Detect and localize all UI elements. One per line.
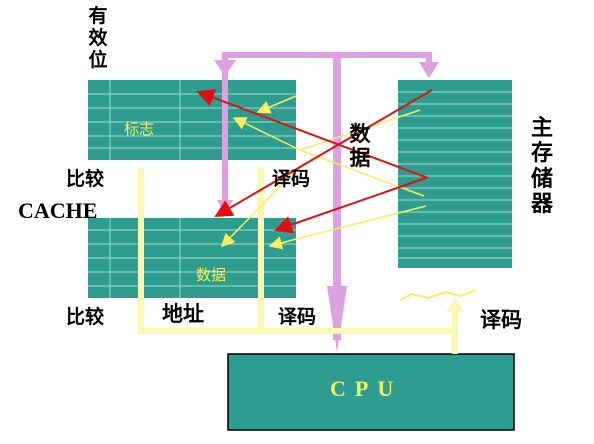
data-region-label: 数据 xyxy=(196,266,227,284)
main-memory-label: 主存储器 xyxy=(530,116,553,217)
red-transfer-arrows xyxy=(196,89,433,234)
decode-cache-top-label: 译码 xyxy=(272,168,311,190)
decode-cache-bottom-label: 译码 xyxy=(278,306,317,328)
decode-memory-label: 译码 xyxy=(480,308,522,332)
cpu-block xyxy=(227,353,515,431)
cache-label: CACHE xyxy=(18,198,98,223)
cache-tag-block xyxy=(88,80,296,160)
compare-top-label: 比较 xyxy=(66,168,105,190)
data-bus-label: 数据 xyxy=(349,122,371,171)
yellow-address-bus xyxy=(138,168,477,354)
address-label: 地址 xyxy=(162,302,204,326)
compare-bottom-label: 比较 xyxy=(66,306,105,328)
valid-bit-label: 有效位 xyxy=(88,5,108,71)
cache-data-block xyxy=(88,218,296,298)
tag-region-label: 标志 xyxy=(124,120,155,138)
cpu-label: CPU xyxy=(330,376,403,401)
yellow-decode-arrows xyxy=(220,95,427,250)
